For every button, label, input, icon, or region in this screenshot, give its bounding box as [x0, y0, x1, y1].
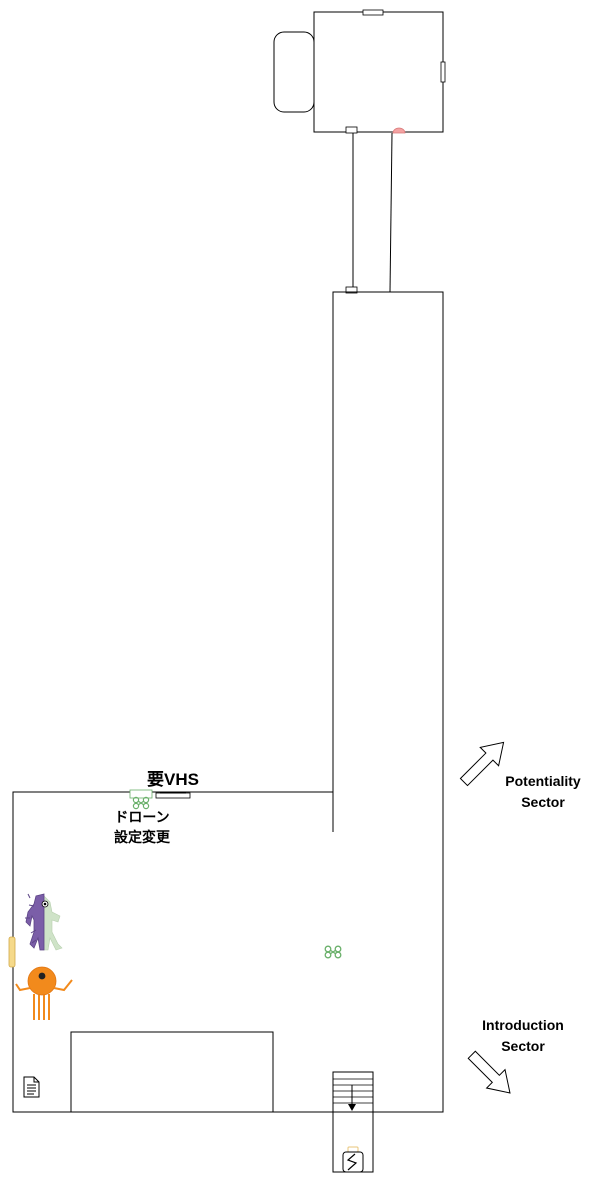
- alarm-button-icon[interactable]: [392, 127, 406, 134]
- vhs-required-label: 要VHS: [147, 770, 199, 789]
- drone-icon: [132, 796, 150, 810]
- drone-icon[interactable]: [324, 945, 342, 959]
- drone-settings-line1: ドローン: [114, 809, 170, 825]
- introduction-sector-label: Introduction Sector: [468, 1015, 578, 1057]
- corridor-wall-right: [389, 132, 393, 293]
- drone-settings-label: ドローン 設定変更: [92, 807, 192, 847]
- potentiality-line2: Sector: [521, 794, 565, 810]
- top-room-door-top[interactable]: [362, 9, 384, 16]
- drone-settings-line2: 設定変更: [114, 829, 170, 845]
- introduction-line2: Sector: [501, 1038, 545, 1054]
- top-room-door-right[interactable]: [440, 61, 446, 83]
- split-creature-icon[interactable]: [25, 893, 63, 951]
- west-door[interactable]: [8, 936, 16, 968]
- orange-octopus-icon[interactable]: [15, 966, 73, 1020]
- potentiality-line1: Potentiality: [505, 773, 581, 789]
- arrow-down-right-icon[interactable]: [463, 1046, 520, 1103]
- main-wing-outline: [12, 291, 444, 1113]
- inner-block: [70, 1031, 274, 1112]
- top-room-door-bottom[interactable]: [345, 126, 358, 134]
- corridor-door-bottom[interactable]: [345, 286, 358, 294]
- top-room: [313, 11, 444, 133]
- introduction-line1: Introduction: [482, 1017, 564, 1033]
- lightning-card-icon[interactable]: [342, 1146, 364, 1173]
- side-alcove: [273, 31, 315, 113]
- down-arrow-icon: [348, 1085, 356, 1111]
- arrow-up-right-icon[interactable]: [455, 733, 513, 791]
- wall-drone-station[interactable]: [129, 789, 191, 799]
- document-icon[interactable]: [23, 1076, 40, 1098]
- potentiality-sector-label: Potentiality Sector: [488, 771, 598, 813]
